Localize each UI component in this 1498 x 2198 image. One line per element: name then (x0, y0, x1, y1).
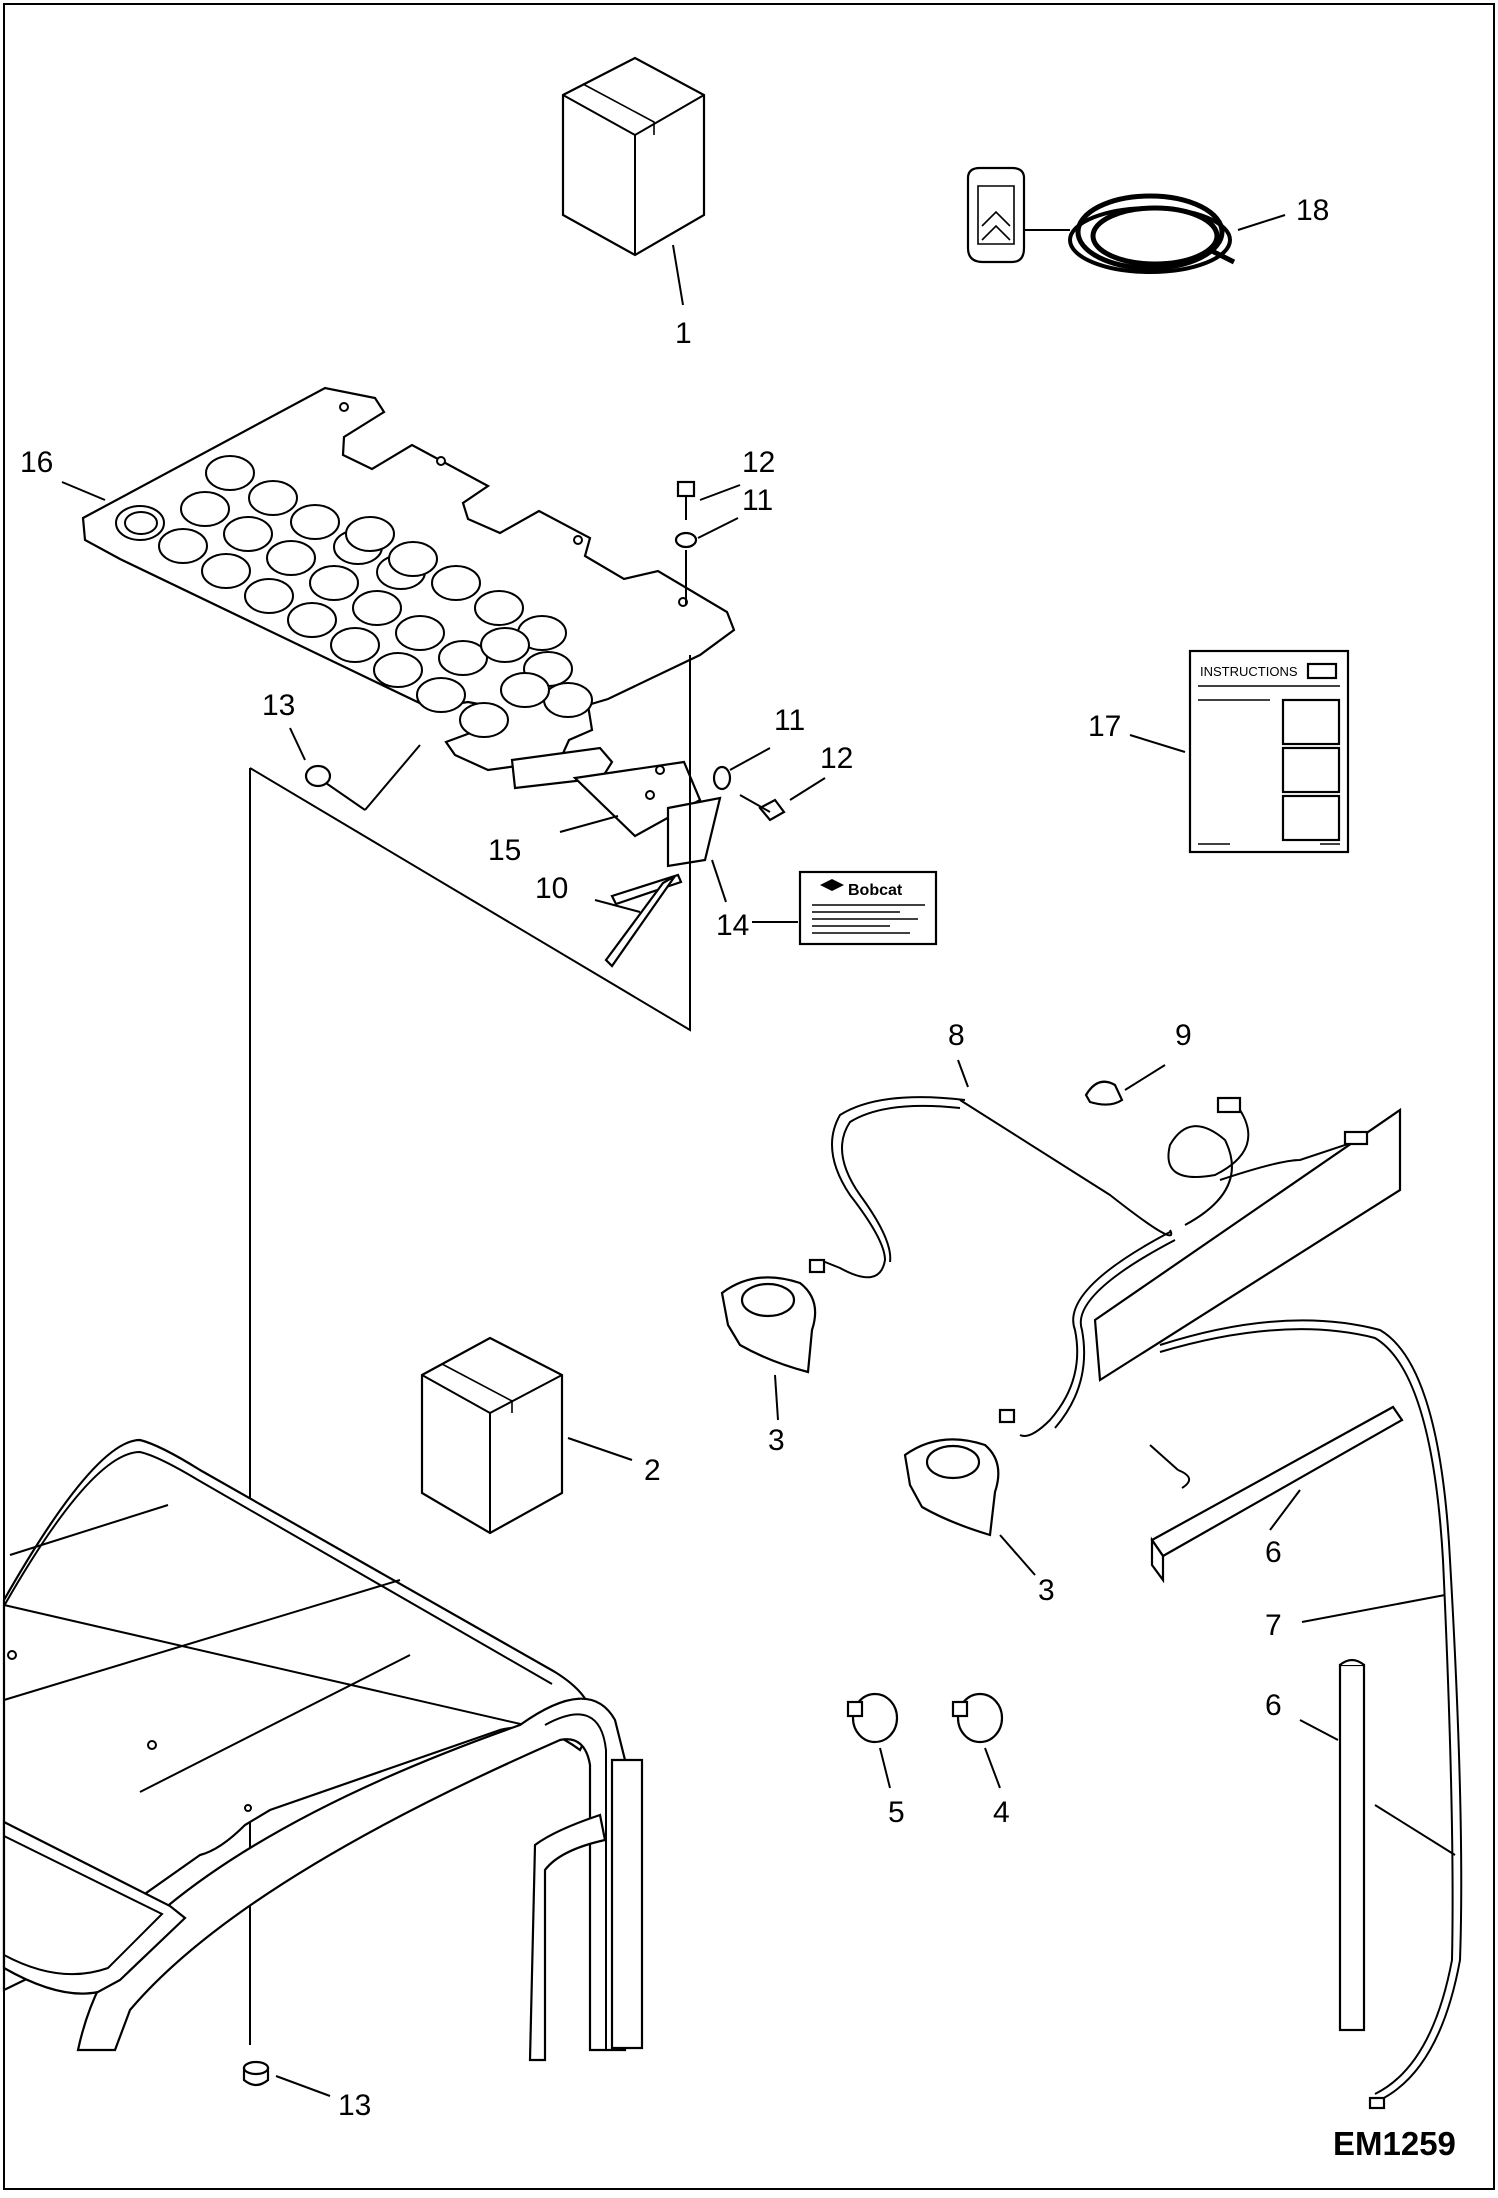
callout-11-side: 11 (774, 704, 805, 737)
guard-plate-16 (61, 386, 736, 772)
callout-7: 7 (1265, 1609, 1282, 1642)
callout-6-vertical: 6 (1265, 1689, 1282, 1722)
grommet-9 (1084, 1064, 1166, 1106)
channel-6-vertical (1299, 1658, 1456, 2032)
plate-holes (115, 455, 593, 738)
channel-6-horizontal (1150, 1405, 1404, 1584)
callout-13-bottom: 13 (338, 2089, 371, 2122)
horn-3-lower (903, 1408, 1036, 1576)
callout-14: 14 (716, 909, 749, 942)
bracket-15 (510, 746, 722, 868)
cab-canopy (2, 1438, 644, 2062)
callout-15: 15 (488, 834, 521, 867)
edge-trim-18 (966, 166, 1286, 274)
horn-3-upper (720, 1258, 826, 1421)
kit-box-2 (420, 1336, 633, 1535)
washer-11-top (674, 517, 739, 605)
cable-7 (1149, 1319, 1463, 2110)
callout-9: 9 (1175, 1019, 1192, 1052)
callout-17: 17 (1088, 710, 1121, 743)
decal-brand: Bobcat (848, 882, 903, 899)
diagram-border (3, 3, 1495, 2190)
callout-5: 5 (888, 1796, 905, 1829)
manual-title: INSTRUCTIONS (1200, 664, 1298, 679)
instructions-manual-17: INSTRUCTIONS (1129, 649, 1350, 854)
callout-2: 2 (644, 1454, 661, 1487)
figure-id: EM1259 (1333, 2125, 1456, 2162)
washer-11-side (712, 747, 771, 791)
callout-4: 4 (993, 1796, 1010, 1829)
callout-12-top: 12 (742, 446, 775, 479)
callout-16: 16 (20, 446, 53, 479)
callout-1: 1 (675, 317, 692, 350)
clamp-4 (951, 1692, 1004, 1789)
callout-11-top: 11 (742, 484, 773, 517)
kit-box-1 (561, 56, 706, 306)
callout-12-side: 12 (820, 742, 853, 775)
callout-3-lower: 3 (1038, 1574, 1055, 1607)
callout-18: 18 (1296, 194, 1329, 227)
callout-13-top: 13 (262, 689, 295, 722)
decal-14: Bobcat (711, 859, 938, 946)
nut-13-bottom (242, 2060, 331, 2097)
clamp-5 (846, 1692, 899, 1789)
callout-10: 10 (535, 872, 568, 905)
spacer-10 (594, 873, 683, 968)
wire-harness-8 (819, 1059, 1402, 1437)
bolt-12-side (739, 777, 826, 822)
callout-8: 8 (948, 1019, 965, 1052)
callout-3-upper: 3 (768, 1424, 785, 1457)
nut-13-top (289, 727, 332, 788)
callout-labels: 1 18 16 12 11 13 11 12 17 15 10 14 8 9 3… (20, 194, 1456, 2162)
bolt-12-top (676, 480, 741, 520)
callout-6-horizontal: 6 (1265, 1536, 1282, 1569)
